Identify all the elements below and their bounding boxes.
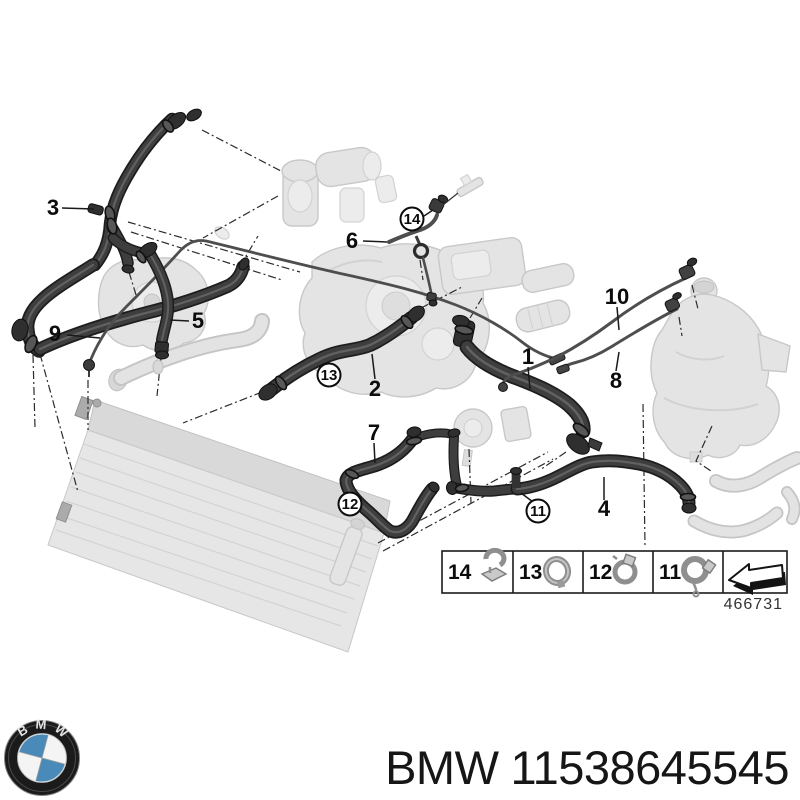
callout-4[interactable]: 4 <box>598 496 611 521</box>
callout-11-circled[interactable]: 11 <box>525 498 551 524</box>
coolant-pipe-part-8[interactable] <box>556 291 682 375</box>
pipe-fitting-ghost <box>214 226 230 240</box>
callout-5[interactable]: 5 <box>192 308 204 333</box>
legend: 14 13 12 11 <box>441 547 788 613</box>
legend-item-12-label: 12 <box>589 561 612 584</box>
leader-lines <box>61 207 620 503</box>
coolant-pipe-part-10[interactable] <box>498 257 699 392</box>
hose-part-1[interactable] <box>452 314 603 458</box>
radiator-endtank-ghost <box>329 518 365 586</box>
bmw-logo: BMW <box>4 719 80 796</box>
hose-part-9[interactable] <box>10 239 566 377</box>
callout-13-circled[interactable]: 13 <box>316 362 342 388</box>
legend-item-13-label: 13 <box>519 561 542 584</box>
legend-back-arrow-cell[interactable] <box>728 563 786 595</box>
callout-9[interactable]: 9 <box>49 321 61 346</box>
callout-7[interactable]: 7 <box>368 420 380 445</box>
vent-pipe-part-6[interactable] <box>387 192 459 307</box>
callout-13-label: 13 <box>321 367 338 384</box>
hose-part-5[interactable] <box>134 239 168 375</box>
callout-6[interactable]: 6 <box>346 228 358 253</box>
hose-part-4[interactable] <box>445 461 697 514</box>
legend-item-11-label: 11 <box>659 561 682 584</box>
hose-part-7[interactable] <box>344 426 460 532</box>
callout-11-label: 11 <box>530 503 546 520</box>
legend-item-13[interactable]: 13 <box>519 556 572 591</box>
part-number-text: 11538645545 <box>510 741 789 794</box>
engine-mount-ghost <box>437 236 575 333</box>
ghost-parts <box>47 146 797 653</box>
legend-item-12[interactable]: 12 <box>589 553 638 585</box>
hose-part-2[interactable] <box>256 303 428 404</box>
bmw-quadrants <box>18 734 66 782</box>
brand-text: BMW <box>385 741 499 794</box>
expansion-tank-ghost <box>650 277 791 463</box>
screw-clamp-icon <box>612 553 638 585</box>
callout-12-circled[interactable]: 12 <box>337 491 363 517</box>
legend-item-14-label: 14 <box>448 561 472 584</box>
back-arrow-icon <box>728 563 786 595</box>
legend-item-14[interactable]: 14 <box>448 547 508 584</box>
ghost-hoses <box>108 321 797 532</box>
callout-8[interactable]: 8 <box>610 368 622 393</box>
band-clamp-icon <box>542 556 572 589</box>
callout-10[interactable]: 10 <box>605 284 629 309</box>
callout-3[interactable]: 3 <box>47 195 59 220</box>
callout-14-circled[interactable]: 14 <box>399 206 425 232</box>
drawing-number: 466731 <box>724 596 783 613</box>
thermostat-housing-ghost <box>281 146 398 227</box>
callout-1[interactable]: 1 <box>522 344 534 369</box>
retaining-clip-icon <box>480 547 508 582</box>
callouts: 1 2 3 4 5 6 7 8 9 10 11 12 13 14 <box>47 195 629 524</box>
sensor-ghost <box>456 173 484 198</box>
coolant-valve-ghost <box>453 405 532 468</box>
radiator-ghost <box>47 395 391 653</box>
callout-2[interactable]: 2 <box>369 376 381 401</box>
hose-part-3[interactable] <box>87 107 203 274</box>
callout-14-label: 14 <box>404 211 421 228</box>
legend-item-11[interactable]: 11 <box>659 556 717 598</box>
callout-12-label: 12 <box>342 496 359 513</box>
screw-clamp-icon <box>681 556 717 598</box>
